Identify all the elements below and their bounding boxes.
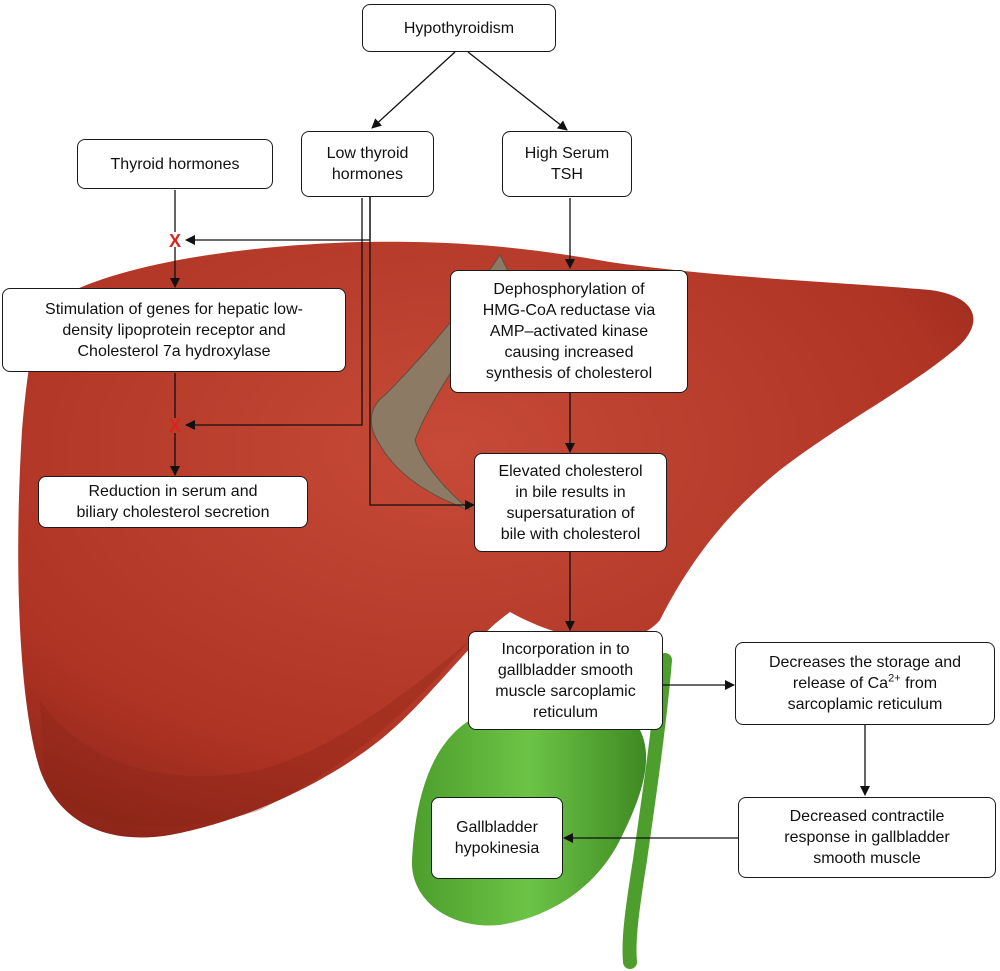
- node-decreased-contractile: Decreased contractile response in gallbl…: [738, 797, 996, 878]
- calcium-charge: 2+: [888, 672, 901, 685]
- arrow-hypo-to-low: [371, 51, 456, 129]
- arrow-low-to-block1: [185, 196, 371, 245]
- decreases-line-1: Decreases the storage and: [768, 654, 962, 671]
- node-elevated-cholesterol: Elevated cholesterol in bile results in …: [474, 453, 667, 552]
- node-low-thyroid-hormones: Low thyroid hormones: [301, 131, 434, 197]
- connectors: [170, 51, 870, 843]
- decreases-line-3: sarcoplamic reticulum: [787, 696, 943, 713]
- node-hypothyroidism: Hypothyroidism: [362, 4, 556, 52]
- arrow-hypo-to-tsh: [467, 51, 568, 131]
- arrow-low-to-block2: [185, 198, 363, 430]
- node-decreases-storage: Decreases the storage and release of Ca2…: [735, 642, 995, 725]
- node-high-serum-tsh: High Serum TSH: [502, 131, 632, 197]
- arrow-low-to-elevated: [369, 196, 475, 510]
- node-incorporation: Incorporation in to gallbladder smooth m…: [468, 631, 663, 730]
- decreases-line-2-post: from: [900, 675, 938, 692]
- decreases-line-2: release of Ca2+ from: [793, 673, 937, 694]
- block-mark-1: X: [169, 231, 181, 251]
- decreases-line-2-pre: release of Ca: [792, 675, 889, 692]
- node-reduction-in-cholesterol: Reduction in serum and biliary cholester…: [38, 476, 308, 528]
- node-thyroid-hormones: Thyroid hormones: [77, 139, 273, 189]
- node-dephosphorylation: Dephosphorylation of HMG-CoA reductase v…: [450, 270, 688, 393]
- block-mark-2: X: [169, 416, 181, 436]
- liver-shadow: [40, 640, 470, 827]
- node-gallbladder-hypokinesia: Gallbladder hypokinesia: [431, 797, 563, 879]
- node-stimulation-of-genes: Stimulation of genes for hepatic low- de…: [2, 288, 346, 372]
